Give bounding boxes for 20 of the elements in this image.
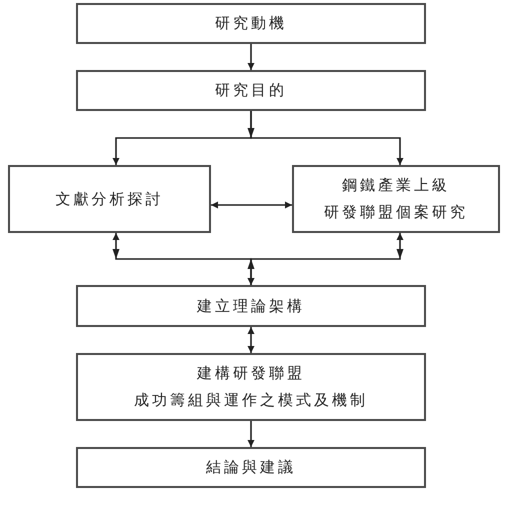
process-box: [8, 165, 211, 233]
arrow: [248, 421, 254, 447]
process-box: [76, 3, 426, 44]
process-box: [76, 285, 426, 327]
box-label: 研究動機: [215, 13, 287, 34]
process-box: [76, 447, 426, 488]
box-label: 鋼鐵產業上級研發聯盟個案研究: [324, 175, 468, 223]
process-box: [76, 353, 426, 421]
arrow: [211, 202, 292, 208]
box-label: 建立理論架構: [197, 296, 305, 316]
process-box: [292, 165, 500, 233]
arrow: [250, 111, 404, 165]
arrow: [248, 44, 254, 70]
arrow: [248, 327, 254, 353]
process-box: [76, 70, 426, 111]
arrow: [248, 233, 404, 285]
box-label: 文獻分析探討: [56, 188, 164, 210]
box-label: 研究目的: [215, 80, 287, 101]
box-label: 結論與建議: [206, 457, 296, 478]
box-label: 建構研發聯盟成功籌組與運作之模式及機制: [134, 363, 368, 411]
